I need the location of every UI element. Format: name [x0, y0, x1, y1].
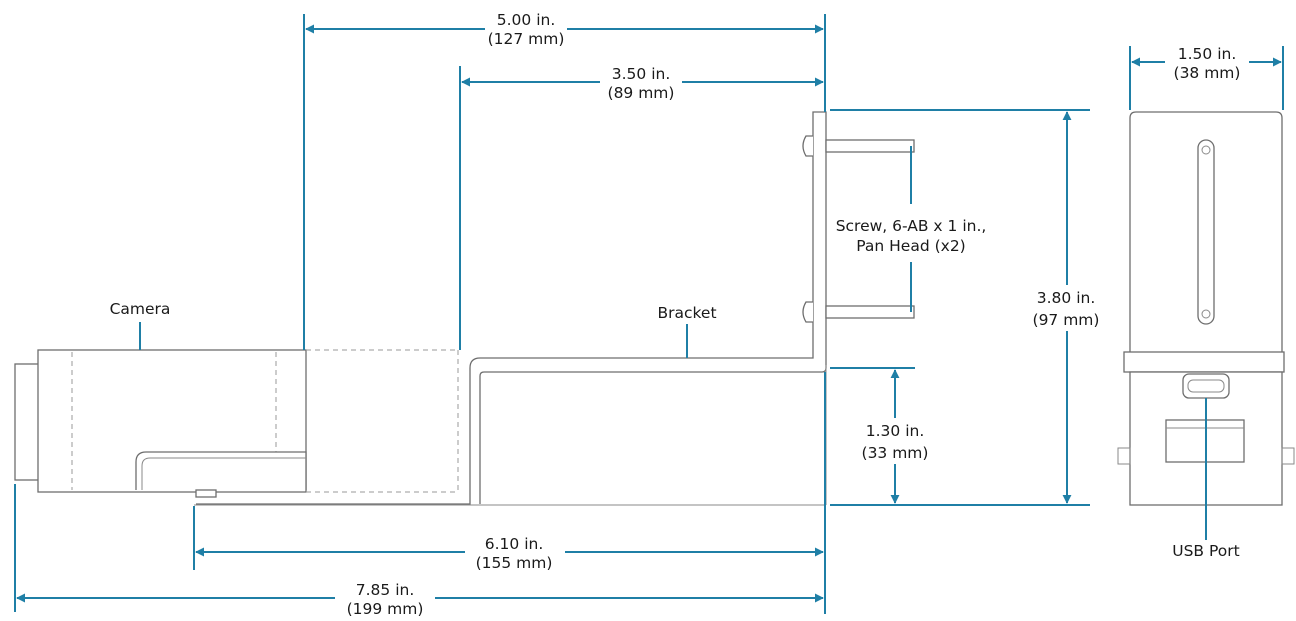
dim-6-10-metric: (155 mm) [476, 554, 553, 572]
camera-side-view [14, 349, 459, 498]
usb-port-label: USB Port [1172, 542, 1239, 560]
bracket-side-view [194, 111, 915, 506]
dim-7-85-imperial: 7.85 in. [356, 581, 415, 599]
dim-1-50-metric: (38 mm) [1174, 64, 1241, 82]
dim-1-30-metric: (33 mm) [862, 444, 929, 462]
dim-5-00-imperial: 5.00 in. [497, 11, 556, 29]
bracket-label: Bracket [657, 304, 716, 322]
dim-7-85-metric: (199 mm) [347, 600, 424, 618]
dim-5-00-metric: (127 mm) [488, 30, 565, 48]
dim-3-80-imperial: 3.80 in. [1037, 289, 1096, 307]
dim-3-80-metric: (97 mm) [1033, 311, 1100, 329]
dim-3-50-metric: (89 mm) [608, 84, 675, 102]
dim-3-50-imperial: 3.50 in. [612, 65, 671, 83]
camera-label: Camera [110, 300, 171, 318]
extension-lines [14, 14, 1284, 614]
dim-6-10-imperial: 6.10 in. [485, 535, 544, 553]
screw-label-line2: Pan Head (x2) [856, 237, 965, 255]
dim-1-50-imperial: 1.50 in. [1178, 45, 1237, 63]
dim-1-30-imperial: 1.30 in. [866, 422, 925, 440]
screw-label-line1: Screw, 6-AB x 1 in., [836, 217, 987, 235]
